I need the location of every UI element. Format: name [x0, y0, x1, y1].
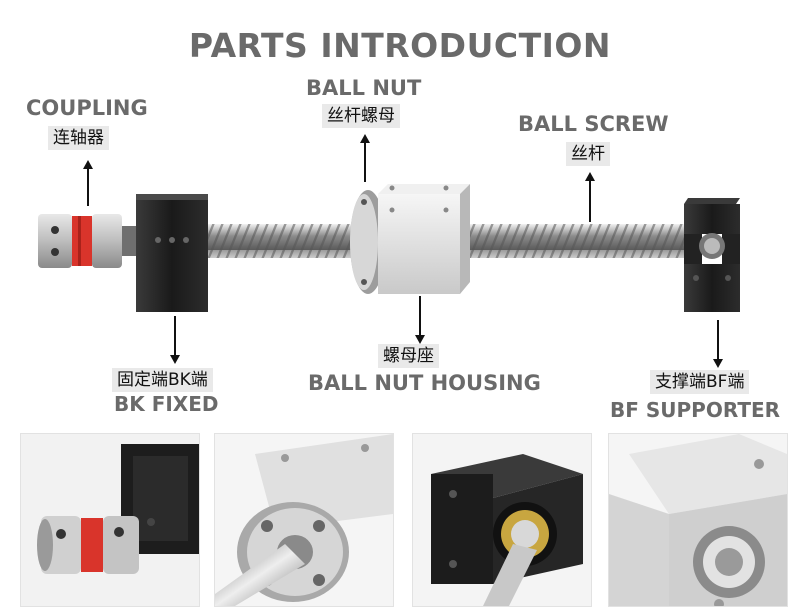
coupling-cn-label: 连轴器: [48, 126, 109, 150]
ball-nut-cn-label: 丝杆螺母: [322, 104, 400, 128]
ball-nut-label: BALL NUT: [306, 76, 422, 100]
ball-nut-arrow: [360, 134, 370, 182]
ball-nut-housing-cn-label: 螺母座: [378, 344, 439, 368]
ball-screw-cn-label: 丝杆: [566, 142, 610, 166]
ball-nut-part: [350, 190, 386, 294]
ball-nut-housing-label: BALL NUT HOUSING: [308, 371, 541, 395]
bk-fixed-arrow: [170, 316, 180, 364]
bk-fixed-block: [136, 194, 208, 312]
coupling-arrow: [83, 160, 93, 206]
bk-fixed-cn-label: 固定端BK端: [112, 368, 213, 392]
coupling-part: [38, 214, 140, 268]
page-title: PARTS INTRODUCTION: [188, 26, 612, 65]
bf-supporter-cn-label: 支撑端BF端: [650, 370, 750, 394]
coupling-label: COUPLING: [26, 96, 148, 120]
coupling-photo: [20, 433, 200, 607]
ball-nut-housing-arrow: [415, 296, 425, 344]
ball-nut-housing-photo: [608, 433, 788, 607]
bf-supporter-label: BF SUPPORTER: [610, 398, 781, 422]
ball-nut-photo: [214, 433, 394, 607]
bf-supporter-arrow: [713, 320, 723, 368]
ball-screw-label: BALL SCREW: [518, 112, 669, 136]
ball-screw-assembly: [38, 184, 740, 312]
ball-screw-arrow: [585, 172, 595, 222]
ball-nut-housing-part: [378, 184, 470, 294]
bk-fixed-label: BK FIXED: [114, 392, 219, 416]
bk-fixed-photo: [412, 433, 592, 607]
bf-supporter-block: [684, 198, 740, 312]
